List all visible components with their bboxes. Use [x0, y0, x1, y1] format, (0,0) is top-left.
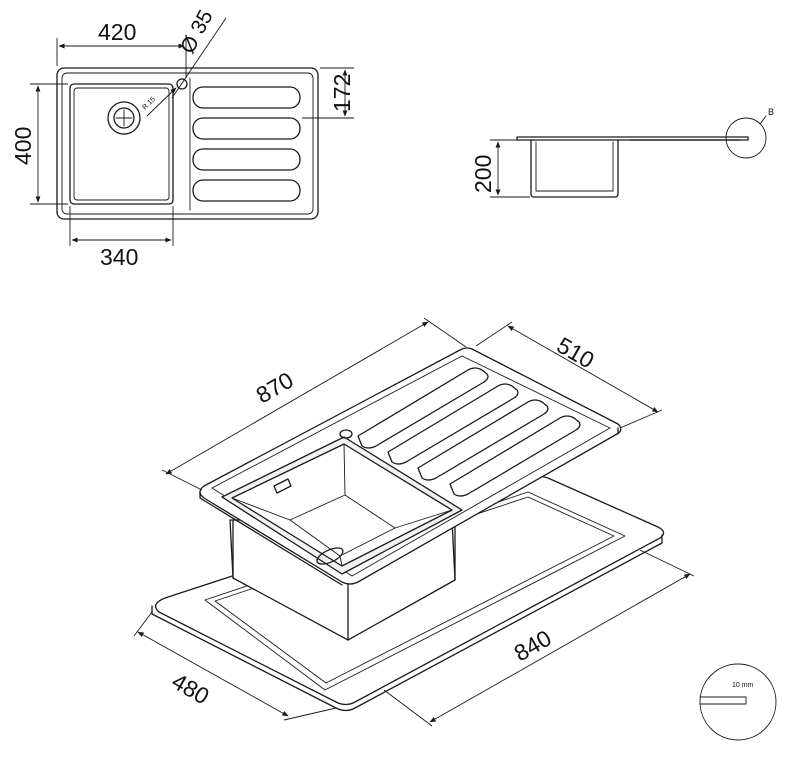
bowl-inner	[73, 87, 170, 201]
countertop-edge	[151, 534, 663, 712]
thickness-label: 10 mm	[732, 682, 754, 689]
depth-label: 200	[470, 155, 496, 193]
ext-870-right	[423, 317, 467, 348]
detail-circle-b	[725, 117, 767, 159]
detail-b-leader	[759, 115, 767, 125]
ext-510-top	[475, 321, 513, 347]
thickness-detail-circle	[699, 663, 777, 741]
drain-outer-icon	[107, 101, 141, 135]
side-bowl-inner	[535, 141, 614, 192]
dim-line-480	[137, 631, 289, 717]
ext-840-right	[639, 549, 695, 577]
iso-sink-edge	[199, 427, 619, 586]
top-view-outline	[56, 67, 319, 220]
drainer-groove-1	[192, 86, 301, 109]
side-view: 200 B	[470, 107, 774, 198]
ext-840-left	[383, 689, 433, 727]
iso-bowl-corner-1	[231, 497, 291, 521]
side-bowl	[530, 139, 619, 198]
dim-line-510	[507, 325, 659, 413]
drainer-groove-2	[192, 117, 301, 140]
iso-bowl-side	[232, 519, 456, 641]
drain-inner-icon	[113, 107, 135, 129]
drainer-groove-4	[192, 179, 301, 202]
bowl-outline	[69, 83, 174, 205]
thickness-detail-sheet	[699, 696, 747, 705]
dim-line-870	[165, 321, 429, 475]
iso-bowl-corner-4	[339, 555, 343, 567]
ext-480-right	[283, 707, 337, 721]
ext-510-bottom	[619, 409, 663, 429]
top-width-label: 420	[98, 19, 136, 45]
height-label: 400	[10, 127, 36, 165]
iso-overflow-icon	[273, 478, 292, 494]
iso-drain-icon	[316, 547, 344, 565]
ext-480-left	[133, 611, 153, 637]
cutout-width-label: 480	[168, 668, 214, 710]
top-view: R 15 Ø 35 420 400 340 172	[10, 6, 355, 270]
drainer-groove-3	[192, 148, 301, 171]
top-view-inner-rim	[61, 72, 314, 215]
iso-groove-4	[449, 415, 581, 497]
cutout-length-label: 840	[510, 625, 556, 667]
hole-diameter-label: Ø 35	[176, 6, 218, 57]
dim-line-840	[429, 573, 691, 723]
isometric-view: 870 510 840 480 10 mm	[133, 317, 777, 741]
diameter-leader	[171, 17, 227, 99]
iso-bowl-corner-3	[394, 509, 453, 529]
side-rim	[516, 136, 749, 141]
radius-leader	[146, 87, 177, 117]
detail-b-label: B	[768, 107, 774, 117]
edge-offset-label: 172	[329, 74, 355, 112]
overall-width-label: 510	[553, 332, 599, 374]
bowl-width-label: 340	[100, 244, 138, 270]
tap-hole-icon	[176, 78, 188, 90]
